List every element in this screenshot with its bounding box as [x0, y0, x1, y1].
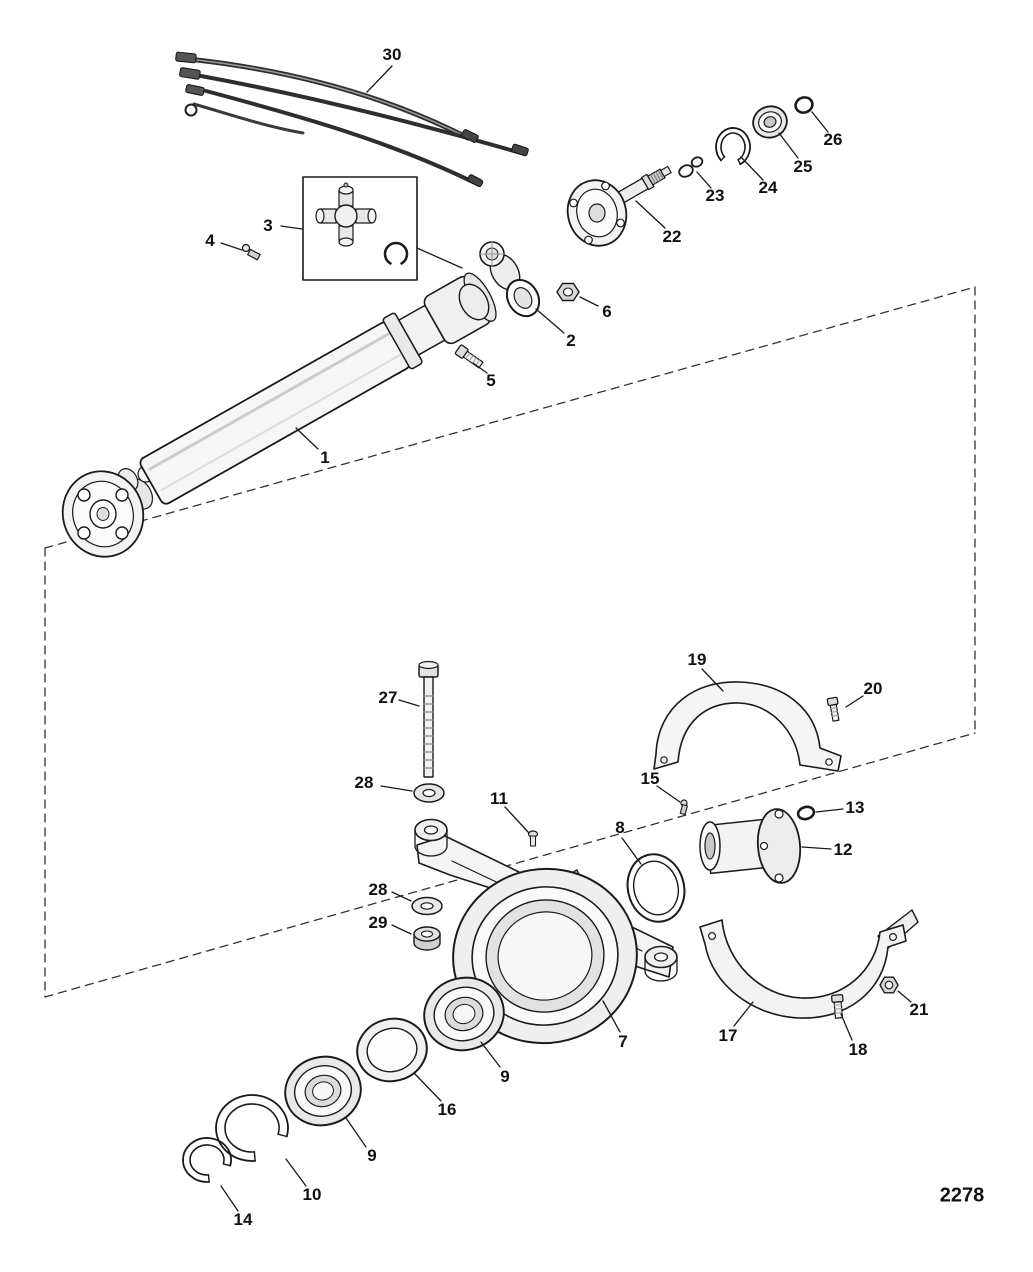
part-label-6: 6: [602, 302, 612, 321]
part-label-12: 12: [833, 840, 853, 859]
part-label-10: 10: [302, 1185, 322, 1204]
wire-harness: [175, 51, 529, 188]
part-label-19: 19: [687, 650, 707, 669]
part-label-15: 15: [640, 769, 660, 788]
part-label-20: 20: [863, 679, 883, 698]
lower-cover: [699, 909, 919, 1019]
part-label-8: 8: [615, 818, 625, 837]
part-label-3: 3: [263, 216, 273, 235]
part-label-24: 24: [758, 178, 778, 197]
part-label-11: 11: [490, 789, 508, 808]
part-label-17: 17: [718, 1026, 738, 1045]
part-label-21: 21: [909, 1000, 929, 1019]
part-label-29: 29: [368, 913, 388, 932]
bolt-and-washers: [411, 660, 445, 951]
seal-ring: [626, 853, 686, 923]
boundary-dashed-outline: [44, 286, 976, 998]
part-label-7: 7: [618, 1032, 628, 1051]
output-shaft-assembly: [566, 165, 672, 247]
part-label-9: 9: [500, 1067, 510, 1086]
part-label-1: 1: [320, 448, 330, 467]
part-label-9: 9: [367, 1146, 377, 1165]
figure-number: 2278: [939, 1184, 985, 1207]
fasteners-top: [241, 243, 580, 369]
part-label-4: 4: [205, 231, 215, 250]
part-label-13: 13: [845, 798, 865, 817]
part-label-28: 28: [368, 880, 388, 899]
part-label-30: 30: [382, 45, 402, 64]
part-label-27: 27: [378, 688, 398, 707]
part-label-18: 18: [848, 1040, 868, 1059]
part-label-23: 23: [705, 186, 725, 205]
part-label-26: 26: [823, 130, 843, 149]
u-joint-detail-box: [302, 176, 463, 281]
coupler-assembly: [699, 805, 816, 884]
small-fittings: [527, 799, 688, 847]
part-label-2: 2: [566, 331, 576, 350]
part-label-25: 25: [793, 157, 813, 176]
part-label-14: 14: [233, 1210, 253, 1229]
leader-lines: [220, 65, 912, 1212]
part-label-28: 28: [354, 773, 374, 792]
retaining-rings-top: [678, 96, 814, 178]
part-label-16: 16: [437, 1100, 457, 1119]
bearings-and-rings: [182, 976, 505, 1183]
part-label-5: 5: [486, 371, 496, 390]
driveshaft-assembly: [61, 241, 541, 558]
bearing-housing-assembly: [414, 818, 678, 1045]
part-label-22: 22: [662, 227, 682, 246]
upper-cover: [653, 681, 842, 772]
